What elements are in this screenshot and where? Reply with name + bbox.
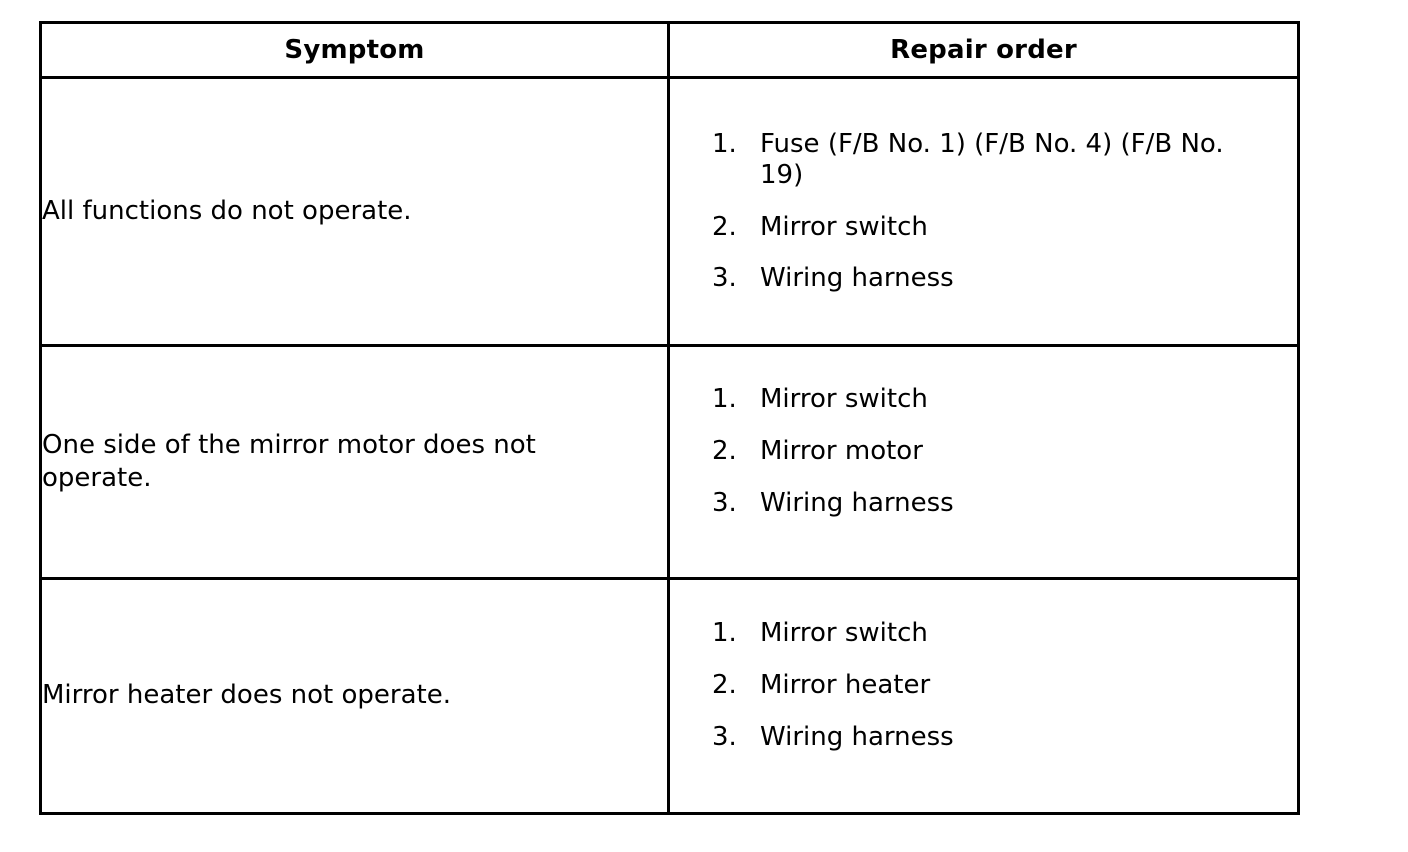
table-header-row: Symptom Repair order <box>39 21 1300 79</box>
repair-order-item: 1. Mirror switch <box>712 384 1297 415</box>
repair-order-item-text: Mirror motor <box>760 435 923 466</box>
repair-order-cell: 1. Fuse (F/B No. 1) (F/B No. 4) (F/B No.… <box>667 76 1300 347</box>
repair-order-item-text: Mirror switch <box>760 617 928 648</box>
repair-order-item: 2. Mirror heater <box>712 670 1297 701</box>
repair-order-item-text: Mirror switch <box>760 383 928 414</box>
column-header-repair-order-label: Repair order <box>890 34 1077 65</box>
symptom-text: Mirror heater does not operate. <box>42 680 451 711</box>
table-header: Symptom Repair order <box>39 21 1300 79</box>
table-row: Mirror heater does not operate. 1. Mirro… <box>39 577 1300 815</box>
repair-order-item: 1. Mirror switch <box>712 618 1297 649</box>
repair-order-item-text: Wiring harness <box>760 488 954 519</box>
repair-order-list: 1. Mirror switch 2. Mirror heater 3. Wir… <box>670 618 1297 754</box>
repair-order-item-number: 1. <box>712 617 737 648</box>
table-row: All functions do not operate. 1. Fuse (F… <box>39 76 1300 347</box>
repair-order-item-text: Mirror heater <box>760 669 931 700</box>
symptom-repair-table: Symptom Repair order All functions do no… <box>39 21 1300 815</box>
symptom-cell: Mirror heater does not operate. <box>39 577 670 815</box>
symptom-text: All functions do not operate. <box>42 195 412 226</box>
table-row: One side of the mirror motor does not op… <box>39 344 1300 580</box>
repair-order-item-number: 1. <box>712 383 737 414</box>
repair-order-item-number: 2. <box>712 435 737 466</box>
repair-order-item-number: 2. <box>712 669 737 700</box>
symptom-cell: All functions do not operate. <box>39 76 670 347</box>
repair-order-list: 1. Mirror switch 2. Mirror motor 3. Wiri… <box>670 384 1297 520</box>
repair-order-item-number: 3. <box>712 722 737 753</box>
column-header-symptom-label: Symptom <box>284 34 425 65</box>
table-body: All functions do not operate. 1. Fuse (F… <box>39 76 1300 815</box>
repair-order-item-text: Wiring harness <box>760 262 954 293</box>
repair-order-item-number: 1. <box>712 129 737 160</box>
column-header-symptom: Symptom <box>39 21 670 79</box>
repair-order-item: 3. Wiring harness <box>712 488 1297 519</box>
repair-order-item: 3. Wiring harness <box>712 263 1297 294</box>
repair-order-item: 2. Mirror motor <box>712 436 1297 467</box>
repair-order-item-number: 2. <box>712 211 737 242</box>
symptom-cell: One side of the mirror motor does not op… <box>39 344 670 580</box>
repair-order-item-number: 3. <box>712 262 737 293</box>
repair-order-cell: 1. Mirror switch 2. Mirror heater 3. Wir… <box>667 577 1300 815</box>
repair-order-item-text: Mirror switch <box>760 211 928 242</box>
repair-order-item: 2. Mirror switch <box>712 212 1297 243</box>
repair-order-list: 1. Fuse (F/B No. 1) (F/B No. 4) (F/B No.… <box>670 129 1297 294</box>
repair-order-item-number: 3. <box>712 488 737 519</box>
repair-order-cell: 1. Mirror switch 2. Mirror motor 3. Wiri… <box>667 344 1300 580</box>
repair-order-item: 1. Fuse (F/B No. 1) (F/B No. 4) (F/B No.… <box>712 129 1297 191</box>
symptom-text: One side of the mirror motor does not op… <box>42 429 536 493</box>
column-header-repair-order: Repair order <box>667 21 1300 79</box>
repair-order-item-text: Fuse (F/B No. 1) (F/B No. 4) (F/B No. 19… <box>760 129 1224 191</box>
repair-order-item-text: Wiring harness <box>760 722 954 753</box>
repair-order-item: 3. Wiring harness <box>712 722 1297 753</box>
